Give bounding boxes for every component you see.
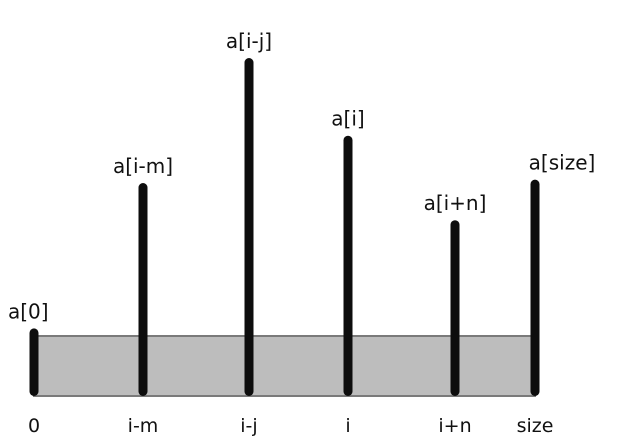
axis-label-4: i+n [438, 415, 471, 437]
axis-label-0: 0 [28, 415, 40, 437]
bar-1 [138, 183, 148, 396]
top-label-4: a[i+n] [424, 191, 487, 215]
top-labels-group: a[0] a[i-m] a[i-j] a[i] a[i+n] a[size] [8, 29, 595, 323]
top-label-0: a[0] [8, 299, 49, 323]
bars-group [29, 58, 540, 397]
top-label-3: a[i] [331, 107, 364, 131]
axis-label-3: i [345, 415, 350, 437]
axis-label-1: i-m [128, 415, 159, 437]
axis-label-5: size [517, 415, 554, 437]
bar-2 [244, 58, 254, 396]
bar-4 [450, 220, 460, 396]
top-label-5: a[size] [529, 151, 596, 175]
bar-5 [530, 179, 540, 396]
axis-label-2: i-j [240, 415, 257, 437]
axis-labels-group: 0 i-m i-j i i+n size [28, 415, 553, 437]
top-label-1: a[i-m] [113, 154, 173, 178]
top-label-2: a[i-j] [226, 29, 272, 53]
bar-0 [29, 328, 39, 396]
shaded-band [33, 335, 536, 397]
bar-3 [343, 135, 353, 397]
